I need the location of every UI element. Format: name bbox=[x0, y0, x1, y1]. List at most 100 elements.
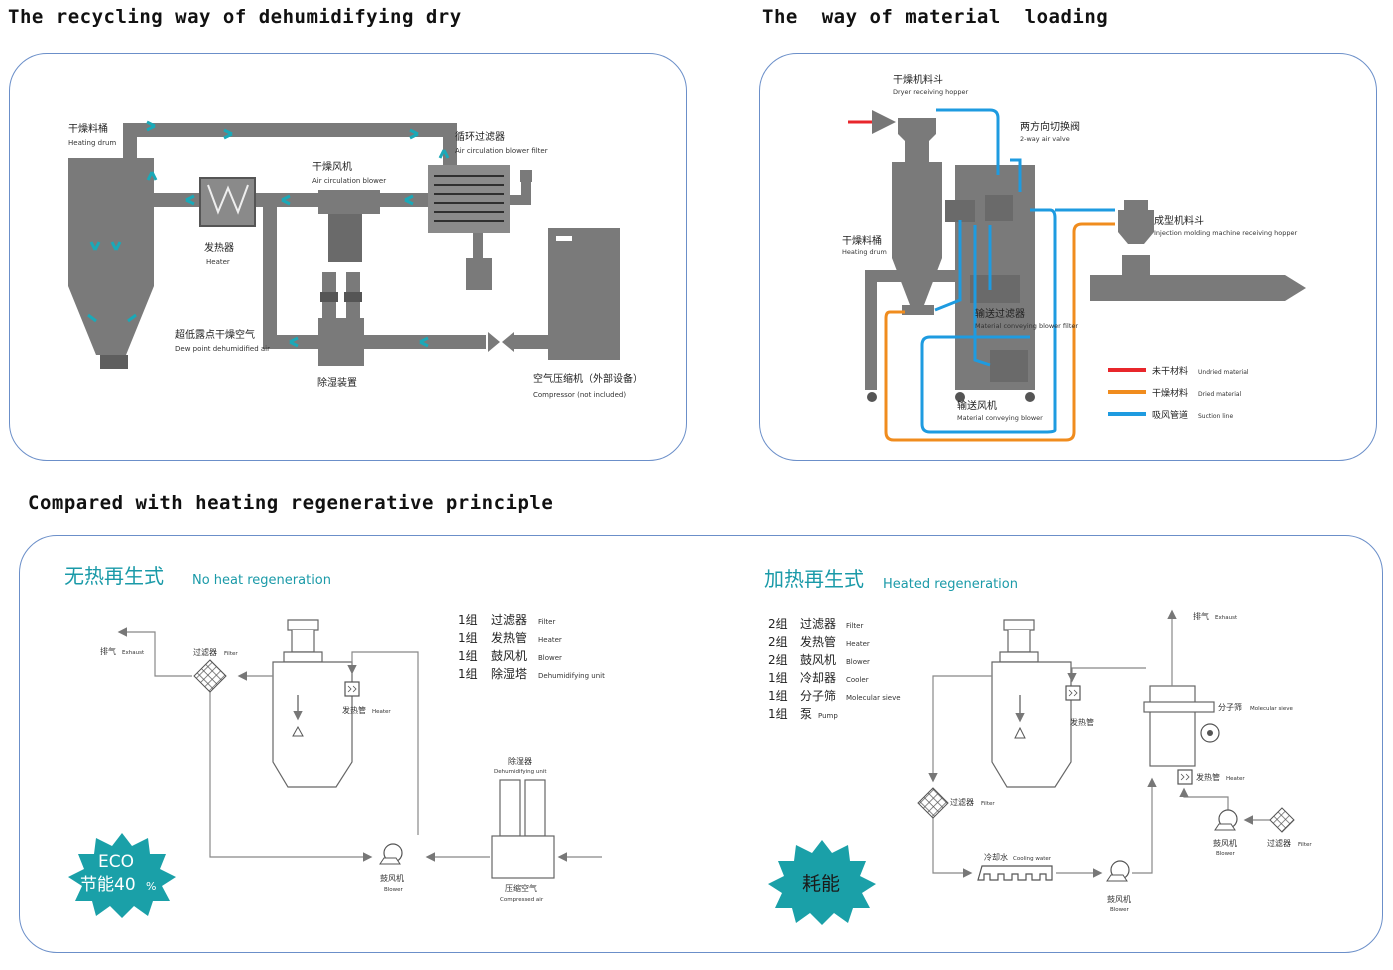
noheat-spec-qty: 1组 bbox=[458, 667, 478, 681]
eco-line1: ECO bbox=[98, 852, 134, 872]
heated-spec-qty: 2组 bbox=[768, 635, 788, 649]
heated-diagram: 加热再生式 Heated regeneration 2组 过滤器 Filter … bbox=[764, 567, 1312, 925]
noheat-specs: 1组 过滤器 Filter 1组 发热管 Heater 1组 鼓风机 Blowe… bbox=[458, 613, 605, 681]
heated-spec-qty: 1组 bbox=[768, 689, 788, 703]
noheat-title-en: No heat regeneration bbox=[192, 573, 331, 588]
load-drum-cn: 干燥料桶 bbox=[842, 234, 882, 247]
heated-cooler bbox=[977, 865, 1053, 881]
heated-spec-qty: 1组 bbox=[768, 707, 788, 721]
noheat-comp-cn: 压缩空气 bbox=[505, 883, 537, 893]
load-valve-cn: 两方向切换阀 bbox=[1020, 120, 1080, 133]
load-drum-en: Heating drum bbox=[842, 248, 887, 256]
heated-exhaust-en: Exhaust bbox=[1215, 615, 1238, 621]
header-compare: Compared with heating regenerative princ… bbox=[28, 492, 554, 514]
eco-badge bbox=[68, 833, 176, 918]
loading-diagram: 未干材料 Undried material 干燥材料 Dried materia… bbox=[842, 73, 1306, 442]
heated-cooling-cn: 冷却水 bbox=[984, 852, 1008, 862]
dry-drum-en: Heating drum bbox=[68, 139, 116, 147]
heated-spec-en: Heater bbox=[846, 640, 870, 648]
legend-suction-cn: 吸风管道 bbox=[1152, 409, 1188, 421]
heated-specs: 2组 过滤器 Filter 2组 发热管 Heater 2组 鼓风机 Blowe… bbox=[768, 617, 901, 721]
noheat-spec-cn: 鼓风机 bbox=[491, 649, 527, 663]
dry-comp-en: Compressor (not included) bbox=[533, 391, 626, 399]
air-compressor bbox=[548, 228, 620, 360]
load-blower-en: Material conveying blower bbox=[957, 414, 1043, 422]
noheat-spec-qty: 1组 bbox=[458, 613, 478, 627]
heated-spec-qty: 2组 bbox=[768, 653, 788, 667]
noheat-comp-en: Compressed air bbox=[500, 897, 544, 903]
heated-spec-en: Blower bbox=[846, 658, 870, 666]
dry-dehum-cn: 除湿装置 bbox=[317, 376, 357, 389]
dry-drum-cn: 干燥料桶 bbox=[68, 122, 108, 135]
heated-filter2-en: Filter bbox=[1298, 842, 1312, 848]
noheat-spec-qty: 1组 bbox=[458, 649, 478, 663]
eco-line2: 节能40 bbox=[80, 875, 136, 895]
heated-title-en: Heated regeneration bbox=[883, 577, 1018, 592]
heated-blower2-cn: 鼓风机 bbox=[1213, 838, 1237, 848]
injection-machine bbox=[1090, 275, 1285, 301]
blower-body bbox=[318, 190, 380, 214]
heated-sieve bbox=[1149, 685, 1196, 767]
drying-drum bbox=[68, 158, 154, 286]
load-hopper-cn: 干燥机料斗 bbox=[893, 73, 943, 86]
legend-dried-cn: 干燥材料 bbox=[1152, 387, 1188, 399]
noheat-tower-en: Dehumidifying unit bbox=[494, 769, 547, 775]
heated-heater2-cn: 发热管 bbox=[1196, 772, 1220, 782]
heated-heater-cn: 发热管 bbox=[1070, 717, 1094, 727]
eco-pct: % bbox=[146, 880, 156, 893]
noheat-spec-en: Filter bbox=[538, 618, 555, 626]
heated-filter2-cn: 过滤器 bbox=[1267, 838, 1291, 848]
noheat-heater-cn: 发热管 bbox=[342, 705, 366, 715]
heated-sieve-cn: 分子筛 bbox=[1218, 702, 1242, 712]
dry-filter-cn: 循环过滤器 bbox=[455, 130, 505, 143]
load-imm-en: Injection molding machine receiving hopp… bbox=[1154, 229, 1298, 237]
heated-blower-cn: 鼓风机 bbox=[1107, 894, 1131, 904]
load-filter-cn: 输送过滤器 bbox=[975, 307, 1025, 320]
heated-heater2-en: Heater bbox=[1226, 776, 1245, 782]
noheat-spec-cn: 过滤器 bbox=[491, 613, 527, 627]
heated-spec-en: Filter bbox=[846, 622, 863, 630]
energy-badge-text: 耗能 bbox=[802, 873, 840, 895]
noheat-heater-en: Heater bbox=[372, 709, 391, 715]
heated-blower2-en: Blower bbox=[1216, 851, 1236, 857]
dry-filter-en: Air circulation blower filter bbox=[455, 147, 548, 155]
heated-spec-cn: 分子筛 bbox=[800, 688, 836, 703]
heated-filter-en: Filter bbox=[981, 801, 995, 807]
duct-top bbox=[123, 123, 457, 165]
heated-filter bbox=[917, 787, 949, 819]
heated-spec-cn: 泵 bbox=[800, 707, 812, 721]
heated-spec-cn: 过滤器 bbox=[800, 617, 836, 631]
noheat-spec-en: Heater bbox=[538, 636, 562, 644]
legend-undried-en: Undried material bbox=[1198, 369, 1249, 376]
load-filter-en: Material conveying blower filter bbox=[975, 322, 1078, 330]
heated-spec-cn: 冷却器 bbox=[800, 671, 836, 685]
noheat-spec-qty: 1组 bbox=[458, 631, 478, 645]
load-hopper-en: Dryer receiving hopper bbox=[893, 88, 968, 96]
noheat-blower-en: Blower bbox=[384, 887, 404, 893]
header-loading: The way of material loading bbox=[762, 6, 1109, 28]
dry-dew-cn: 超低露点干燥空气 bbox=[175, 328, 255, 341]
heated-spec-qty: 1组 bbox=[768, 671, 788, 685]
noheat-tower-cn: 除湿器 bbox=[508, 756, 532, 766]
noheat-filter-en: Filter bbox=[224, 651, 238, 657]
load-imm-cn: 成型机料斗 bbox=[1154, 214, 1204, 227]
heated-spec-en: Molecular sieve bbox=[846, 694, 901, 702]
heated-sieve-en: Molecular sieve bbox=[1250, 706, 1293, 712]
noheat-filter bbox=[193, 659, 227, 693]
noheat-title-cn: 无热再生式 bbox=[64, 564, 164, 588]
dry-heater-cn: 发热器 bbox=[204, 241, 234, 254]
loading-drum bbox=[892, 162, 942, 258]
noheat-exhaust-cn: 排气 bbox=[100, 646, 116, 656]
heated-cooling-en: Cooling water bbox=[1013, 856, 1052, 862]
load-blower-cn: 输送风机 bbox=[957, 399, 997, 412]
noheat-spec-en: Dehumidifying unit bbox=[538, 672, 605, 680]
dry-blower-cn: 干燥风机 bbox=[312, 160, 352, 173]
heated-filter2 bbox=[1269, 807, 1295, 833]
dehumidifier bbox=[318, 318, 364, 366]
dry-dew-en: Dew point dehumidified air bbox=[175, 345, 270, 353]
noheat-blower-cn: 鼓风机 bbox=[380, 873, 404, 883]
legend-dried-en: Dried material bbox=[1198, 391, 1242, 398]
heated-spec-qty: 2组 bbox=[768, 617, 788, 631]
load-valve-en: 2-way air valve bbox=[1020, 135, 1070, 143]
